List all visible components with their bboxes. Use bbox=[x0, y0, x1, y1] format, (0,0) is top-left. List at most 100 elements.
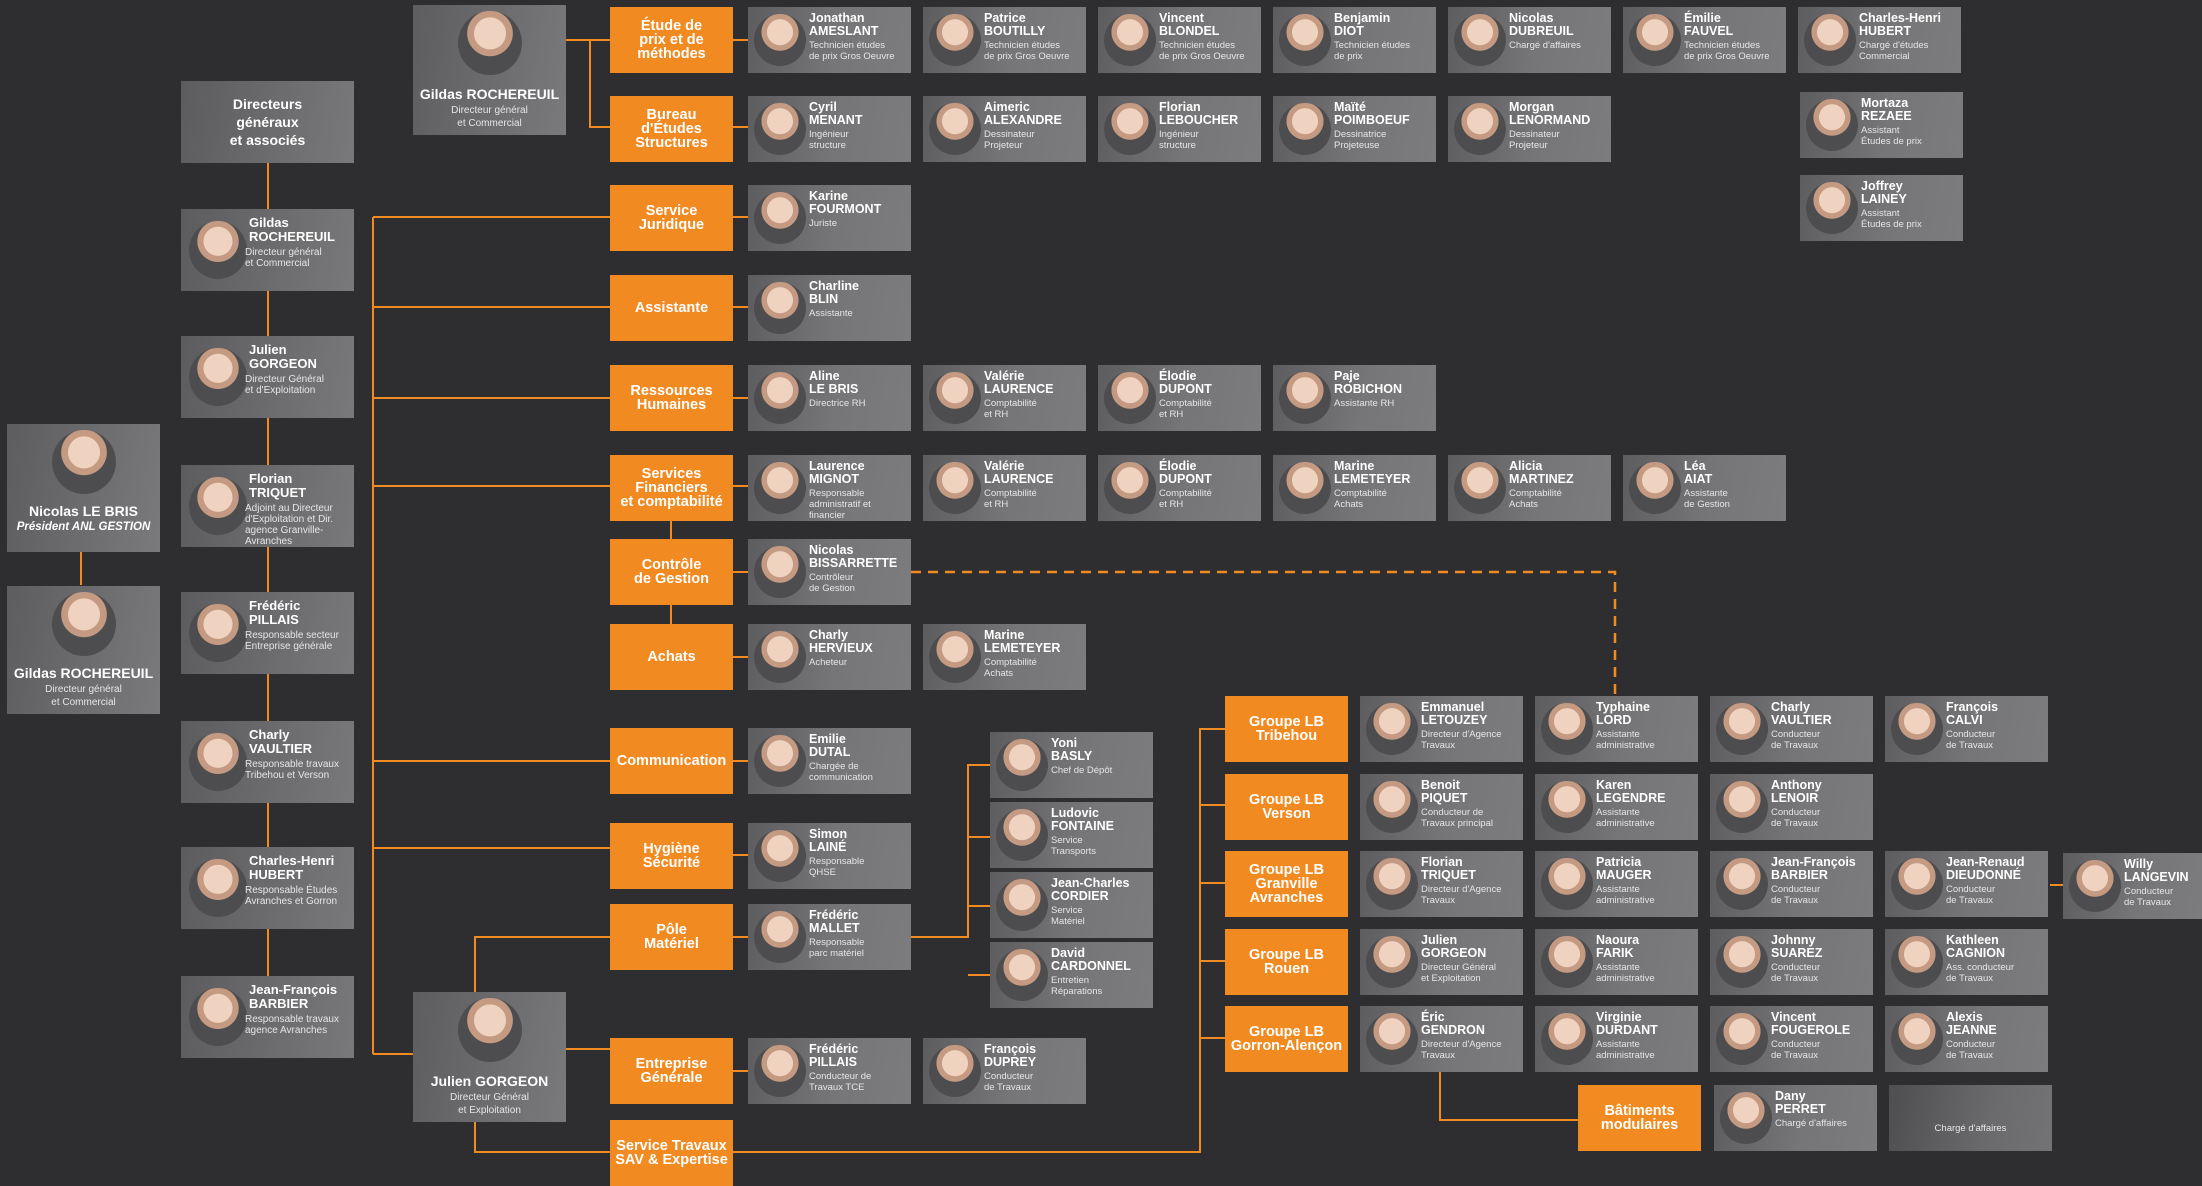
top-director-card-photo bbox=[457, 11, 522, 75]
department-7[interactable]: Achats bbox=[610, 624, 733, 690]
department-3[interactable]: Assistante bbox=[610, 275, 733, 341]
department-12[interactable]: Service Travaux SAV & Expertise bbox=[610, 1120, 733, 1186]
department-8[interactable]: Communication bbox=[610, 728, 733, 794]
person-name: Frédéric PILLAIS bbox=[809, 1042, 859, 1069]
department-2[interactable]: Service Juridique bbox=[610, 185, 733, 251]
group-4[interactable]: Groupe LB Gorron-Alençon bbox=[1225, 1006, 1348, 1072]
department-6[interactable]: Contrôle de Gestion bbox=[610, 539, 733, 605]
department-10[interactable]: Pôle Matériel bbox=[610, 904, 733, 970]
group-2[interactable]: Groupe LB Granville Avranches bbox=[1225, 851, 1348, 917]
person-name: Paje ROBICHON bbox=[1334, 369, 1403, 396]
group-3[interactable]: Groupe LB Rouen bbox=[1225, 929, 1348, 995]
department-11[interactable]: Entreprise Générale bbox=[610, 1038, 733, 1104]
person-role: Technicien études de prix Gros Oeuvre bbox=[809, 40, 895, 62]
person-name: Aimeric ALEXANDRE bbox=[984, 100, 1062, 127]
department-1[interactable]: Bureau d'Études Structures bbox=[610, 96, 733, 162]
person-photo bbox=[754, 282, 806, 334]
department-5[interactable]: Services Financiers et comptabilité bbox=[610, 455, 733, 521]
department-0[interactable]: Étude de prix et de méthodes bbox=[610, 7, 733, 73]
group-0[interactable]: Groupe LB Tribehou bbox=[1225, 696, 1348, 762]
department-4[interactable]: Ressources Humaines bbox=[610, 365, 733, 431]
person-photo bbox=[754, 546, 806, 598]
group-modulaires[interactable]: Bâtiments modulaires bbox=[1578, 1085, 1701, 1151]
person-card[interactable]: Chargé d'affaires bbox=[1889, 1085, 2052, 1151]
department-9[interactable]: Hygiène Sécurité bbox=[610, 823, 733, 889]
person-name: David CARDONNEL bbox=[1051, 946, 1131, 973]
person-role: Chargé d'affaires bbox=[1934, 1123, 2007, 1134]
person-photo bbox=[1806, 99, 1858, 151]
group-1[interactable]: Groupe LB Verson bbox=[1225, 774, 1348, 840]
